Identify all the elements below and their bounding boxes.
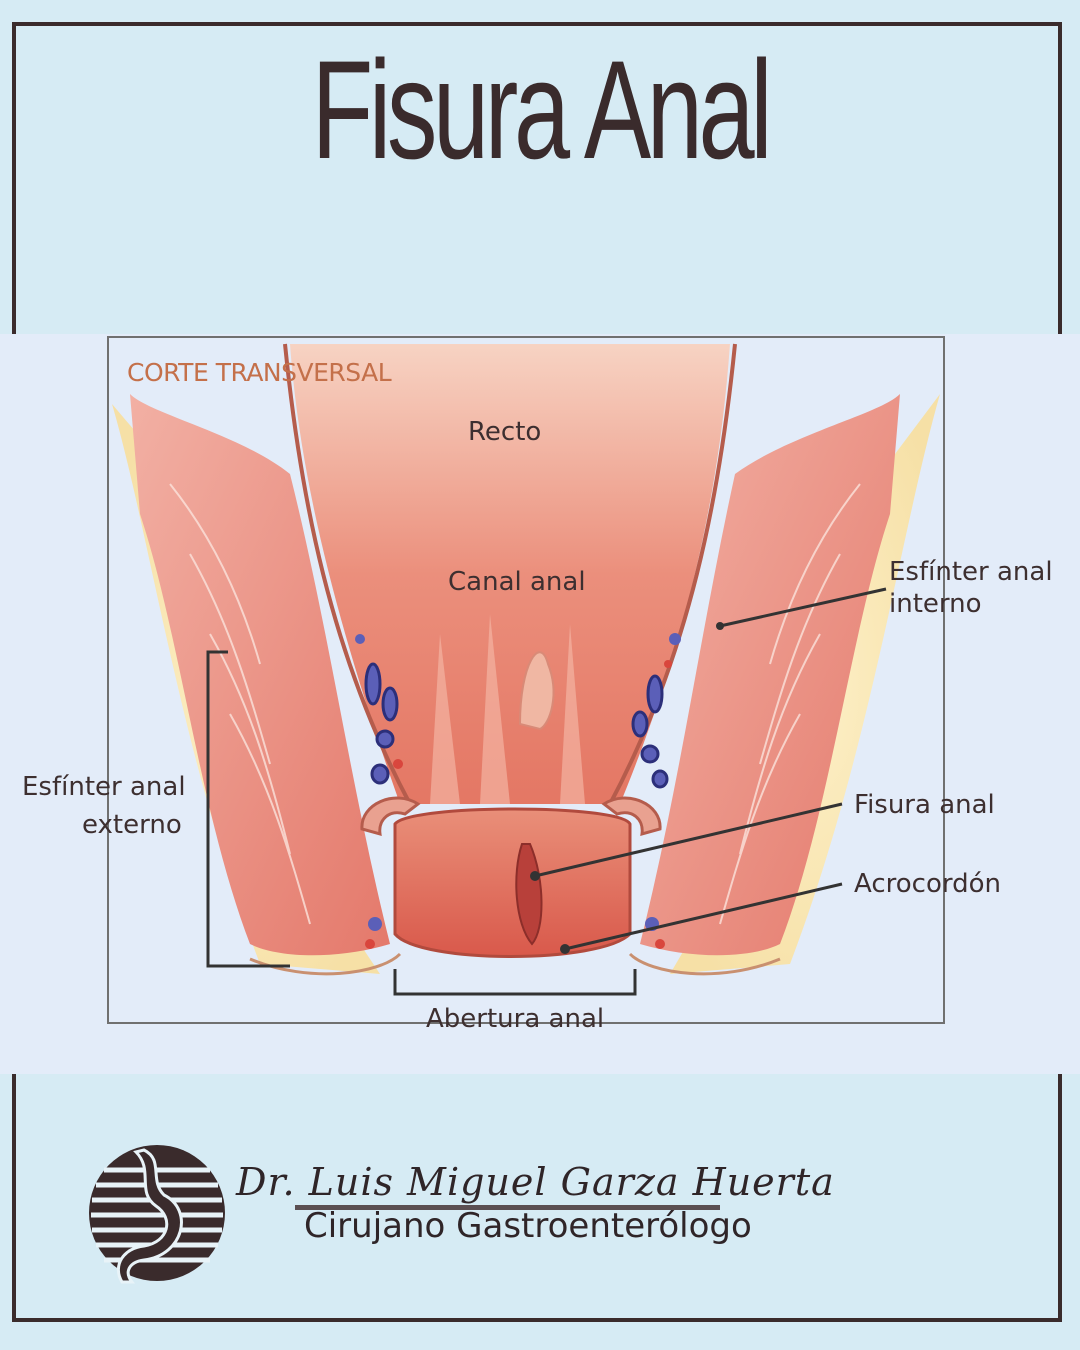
vessels-right xyxy=(631,633,681,949)
label-esfinter-interno-1: Esfínter anal xyxy=(889,557,1053,587)
label-esfinter-externo-1: Esfínter anal xyxy=(22,772,186,802)
doctor-name: Dr. Luis Miguel Garza Huerta xyxy=(236,1160,835,1204)
signature-underline xyxy=(295,1205,720,1210)
doctor-specialty: Cirujano Gastroenterólogo xyxy=(304,1206,752,1246)
anal-opening xyxy=(393,807,632,958)
label-fisura-anal: Fisura anal xyxy=(854,790,995,820)
external-sphincter-left xyxy=(130,394,390,956)
page-title: Fisura Anal xyxy=(311,31,773,188)
stomach-logo-icon xyxy=(89,1145,225,1284)
figure-border xyxy=(107,336,945,1024)
fissure xyxy=(515,843,543,946)
leader-acrocordon xyxy=(564,882,843,951)
papilla xyxy=(518,651,555,731)
bracket-external xyxy=(206,650,290,968)
label-acrocordon: Acrocordón xyxy=(854,869,1001,899)
leader-internal xyxy=(719,587,887,628)
rectum xyxy=(290,344,730,804)
label-abertura-anal: Abertura anal xyxy=(426,1004,605,1034)
section-label: CORTE TRANSVERSAL xyxy=(127,358,392,387)
label-esfinter-interno-2: interno xyxy=(889,589,982,619)
leader-fissure xyxy=(534,802,843,878)
label-recto: Recto xyxy=(468,417,542,447)
external-sphincter-right xyxy=(640,394,900,956)
label-canal-anal: Canal anal xyxy=(448,567,586,597)
label-esfinter-externo-2: externo xyxy=(82,810,182,840)
anatomy-illustration xyxy=(107,336,945,1024)
vessels-left xyxy=(355,634,403,949)
bracket-opening xyxy=(393,969,637,996)
